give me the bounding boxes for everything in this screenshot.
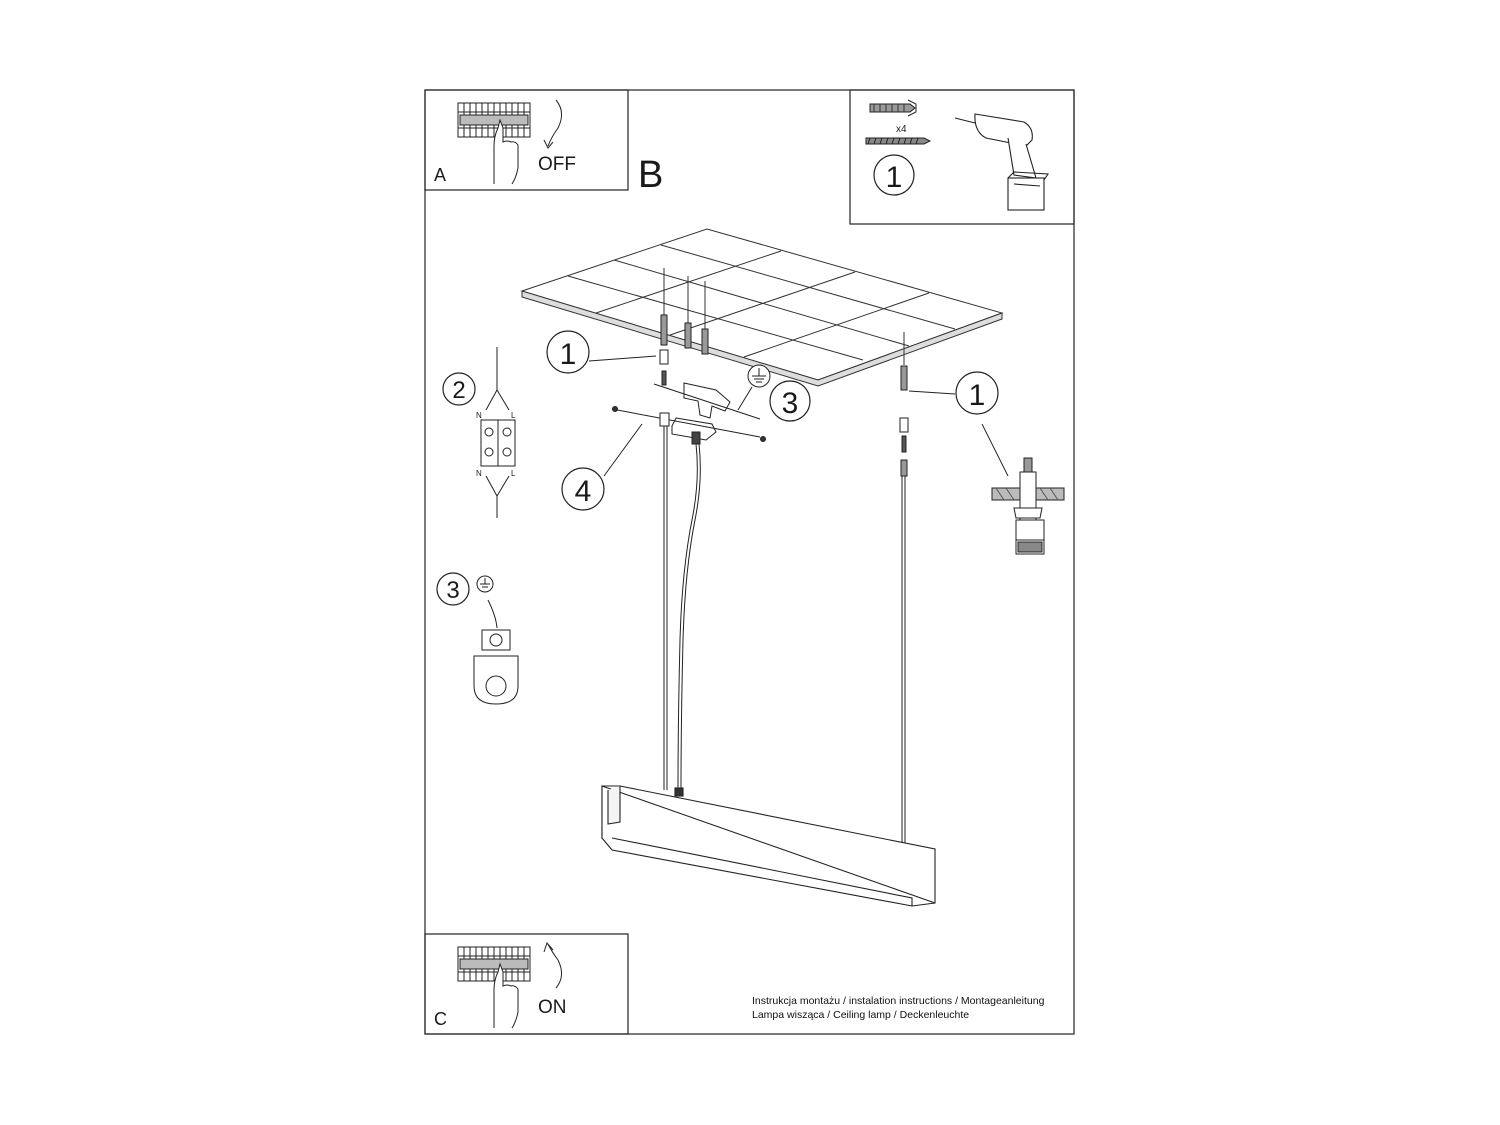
ground-detail — [473, 599, 519, 705]
callout-ground-detail: 3 — [436, 572, 470, 606]
svg-text:1: 1 — [560, 338, 577, 371]
tools-step-number: 1 — [886, 161, 903, 194]
anchor-detail — [991, 457, 1065, 555]
anchor-set-right — [899, 365, 956, 477]
callout-cable-grip: 4 — [561, 423, 643, 511]
panel-c-letter: C — [434, 1009, 447, 1029]
svg-text:3: 3 — [782, 387, 799, 420]
terminal-l-top: L — [511, 411, 516, 420]
panel-b-letter: B — [638, 154, 663, 196]
terminal-n-top: N — [476, 411, 482, 420]
callout-anchor-right: 1 — [955, 371, 1009, 477]
ground-symbol-icon — [476, 575, 494, 593]
hand-icon — [493, 962, 519, 1029]
drill-icon — [954, 113, 1049, 211]
arrow-down-icon — [547, 99, 562, 147]
panel-a-action: OFF — [538, 154, 576, 175]
callout-anchor-left: 1 — [546, 330, 657, 374]
svg-text:3: 3 — [446, 577, 459, 604]
wiring-detail — [480, 347, 516, 518]
suspension-cables — [663, 426, 906, 862]
panel-c: C ON — [424, 933, 629, 1035]
ceiling-screws — [663, 268, 905, 365]
callout-wiring: 2 — [442, 372, 476, 406]
svg-text:4: 4 — [575, 475, 592, 508]
arrow-up-icon — [547, 943, 562, 989]
caption-line-1: Instrukcja montażu / instalation instruc… — [752, 995, 1045, 1007]
svg-text:2: 2 — [452, 377, 465, 404]
panel-c-action: ON — [538, 997, 567, 1018]
circuit-breaker-icon — [457, 102, 531, 138]
hand-icon — [493, 118, 519, 185]
sheet-frame — [424, 89, 1075, 1035]
ground-symbol-icon — [737, 364, 771, 411]
circuit-breaker-icon — [457, 946, 531, 982]
tools-panel: x4 1 — [849, 89, 1075, 225]
ceiling-plate — [520, 228, 1004, 387]
panel-a: A OFF — [424, 89, 629, 191]
caption-line-2: Lampa wisząca / Ceiling lamp / Deckenleu… — [752, 1009, 970, 1021]
svg-text:1: 1 — [969, 379, 986, 412]
tools-quantity: x4 — [896, 124, 907, 135]
wall-plug-icon — [869, 99, 917, 117]
panel-a-letter: A — [434, 165, 446, 185]
anchor-set-left — [659, 314, 709, 386]
callout-ground: 3 — [769, 380, 811, 422]
canopy-bracket — [611, 382, 766, 445]
screw-icon — [865, 137, 932, 145]
terminal-l-bottom: L — [511, 469, 516, 478]
terminal-n-bottom: N — [476, 469, 482, 478]
luminaire-body — [601, 785, 936, 907]
